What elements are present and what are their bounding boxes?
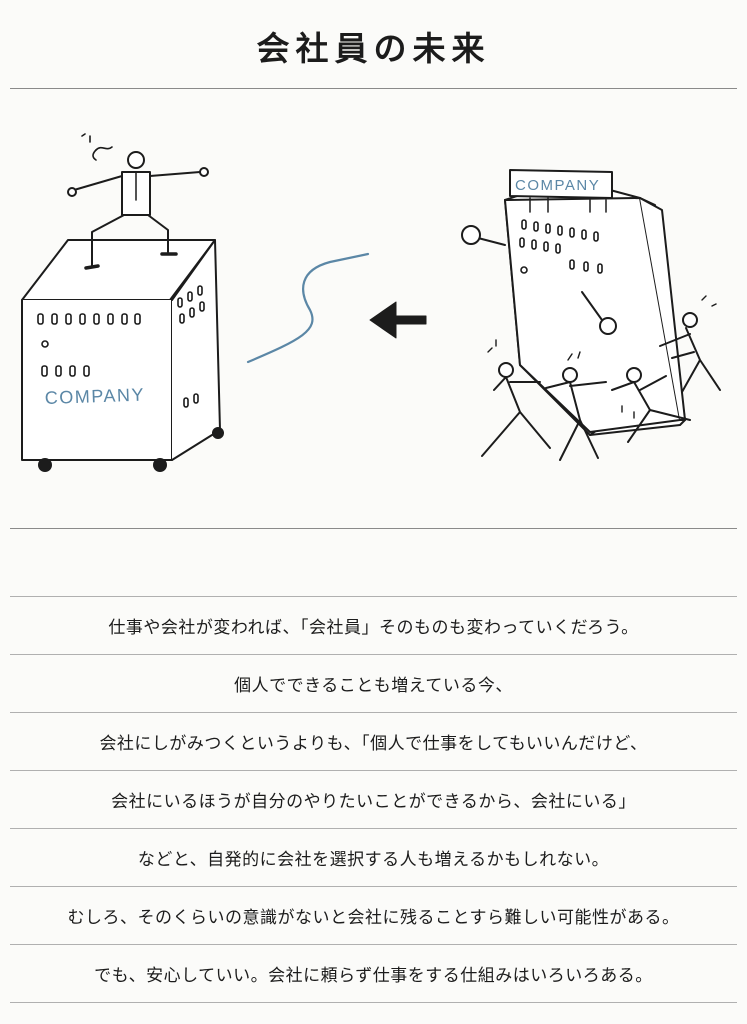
body-line: 会社にいるほうが自分のやりたいことができるから、会社にいる」 [111,791,636,812]
relaxed-company-building [21,133,224,472]
leaning-company-building [461,169,721,461]
line-divider [10,944,737,945]
line-divider [10,770,737,771]
illustration: COMPANY COMPANY [21,133,721,472]
body-line: むしろ、そのくらいの意識がないと会社に残ることすら難しい可能性がある。 [67,907,680,928]
title-divider [10,88,737,89]
relaxed-employee [67,151,209,270]
line-divider [10,828,737,829]
body-line: 会社にしがみつくというよりも、「個人で仕事をしてもいいんだけど、 [99,733,648,754]
decorative-wave [246,252,370,364]
body-line: 個人でできることも増えている今、 [234,675,513,696]
line-divider [10,654,737,655]
arrow-left-icon [369,301,427,339]
body-line: でも、安心していい。会社に頼らず仕事をする仕組みはいろいろある。 [94,965,653,986]
body-line: 仕事や会社が変われば、「会社員」そのものも変わっていくだろう。 [108,617,639,638]
left-company-sign: COMPANY [44,385,145,408]
line-divider [10,712,737,713]
page-title: 会社員の未来 [256,29,491,68]
line-divider [10,596,737,597]
line-divider [10,1002,737,1003]
right-company-sign: COMPANY [515,177,600,194]
body-line: などと、自発的に会社を選択する人も増えるかもしれない。 [137,849,610,870]
line-divider [10,886,737,887]
struggling-employees [481,312,721,461]
illustration-divider [10,528,737,529]
